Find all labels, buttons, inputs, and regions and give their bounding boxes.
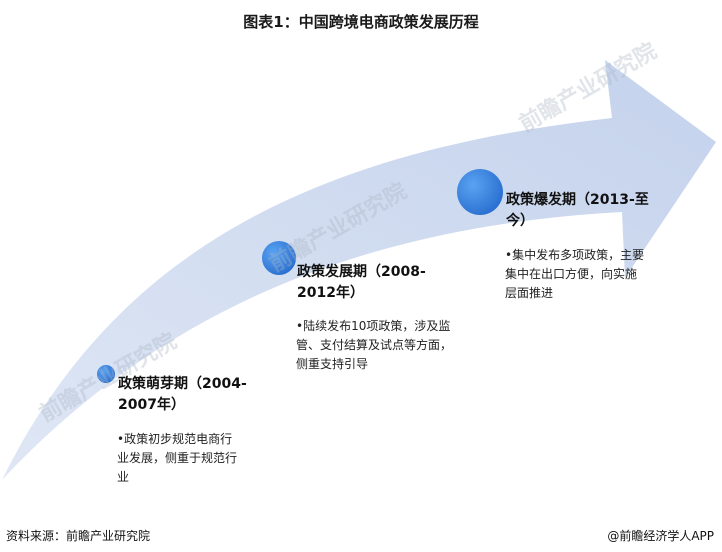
stage-1-title: 政策萌芽期（2004-2007年） bbox=[118, 376, 247, 413]
stage-3-marker bbox=[457, 169, 503, 215]
stage-2-title: 政策发展期（2008-2012年） bbox=[297, 264, 426, 301]
chart-title: 图表1：中国跨境电商政策发展历程 bbox=[243, 13, 479, 31]
stage-3-title: 政策爆发期（2013-至今） bbox=[506, 192, 649, 229]
stage-1-marker bbox=[97, 365, 115, 383]
stage-1-desc: •政策初步规范电商行业发展，侧重于规范行业 bbox=[117, 432, 238, 484]
source-note: 资料来源：前瞻产业研究院 bbox=[6, 529, 151, 543]
stage-2-desc: •陆续发布10项政策，涉及监管、支付结算及试点等方面，侧重支持引导 bbox=[296, 319, 453, 371]
copyright-note: @前瞻经济学人APP bbox=[607, 529, 714, 543]
growth-arrow bbox=[2, 60, 716, 480]
stage-2-marker bbox=[262, 241, 296, 275]
stage-3-desc: •集中发布多项政策，主要集中在出口方便，向实施层面推进 bbox=[505, 248, 645, 300]
